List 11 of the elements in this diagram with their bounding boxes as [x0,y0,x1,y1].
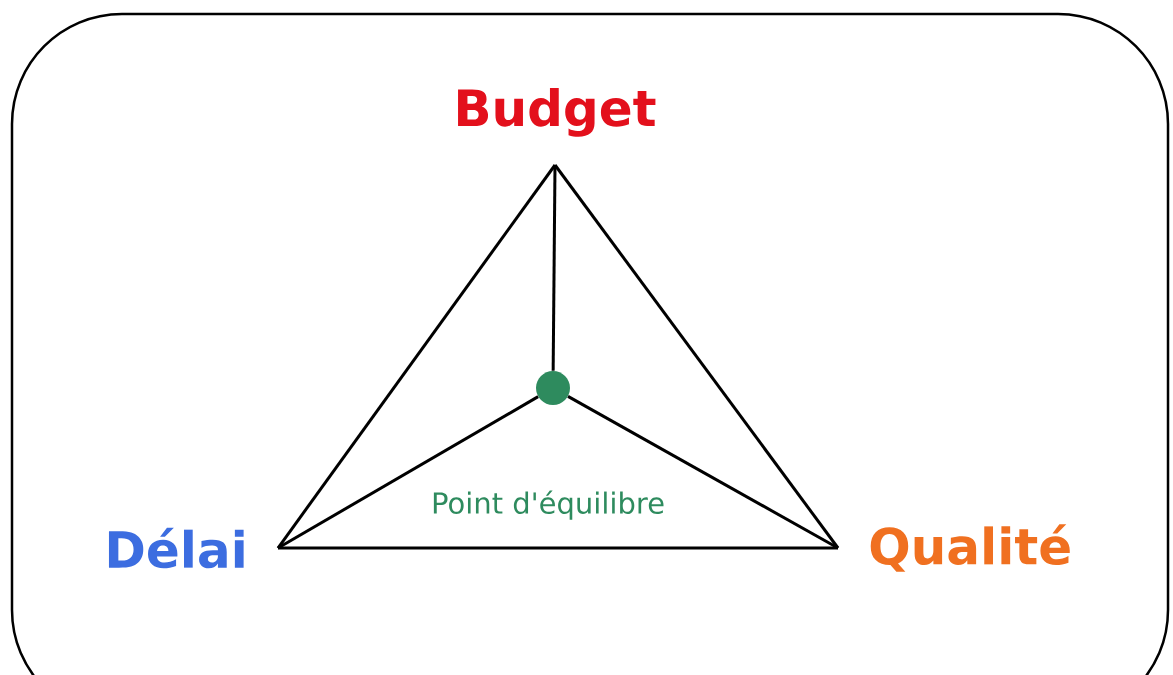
connector-line [553,164,840,549]
connector-line [567,395,839,550]
vertex-label: Budget [458,88,656,137]
connector-line [277,395,539,550]
vertex-label: Qualité [870,524,1070,572]
node-caption: Point d'équilibre [433,490,664,520]
connector-line [551,165,557,371]
vertex-label: Délai [108,527,244,569]
connector-line [278,546,838,550]
connector-line [276,164,557,549]
equilibrium-dot [536,371,570,405]
